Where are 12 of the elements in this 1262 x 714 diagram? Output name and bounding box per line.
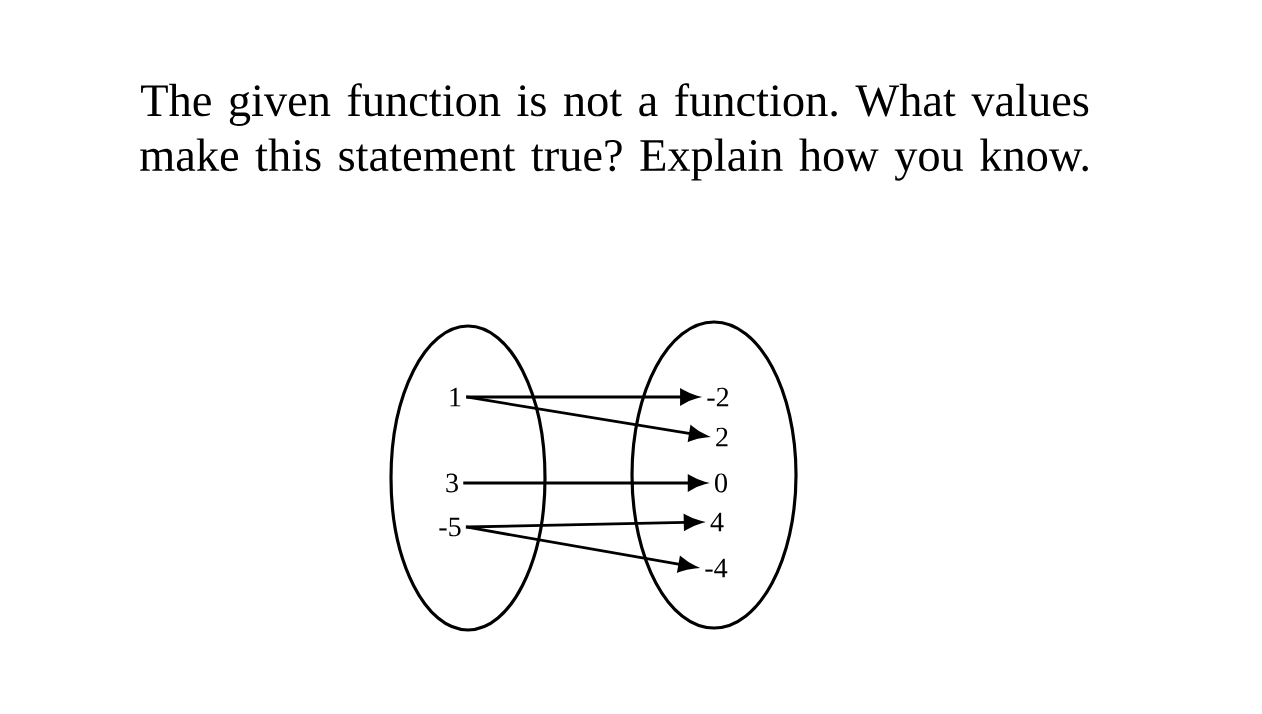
value-label: -5 [439,517,461,537]
value-label: -2 [707,387,729,407]
value-label: -4 [705,558,728,578]
arrow [465,525,697,573]
value-label: 0 [715,473,727,493]
set-oval [389,324,547,632]
value-label: 1 [450,387,461,407]
value-label: 4 [710,512,724,532]
question-text: The given function is not a function. What values make this statement true? Explain how you know. [140,83,1089,181]
set-oval [630,320,798,630]
value-label: 2 [716,427,728,447]
value-label: 3 [446,473,458,493]
